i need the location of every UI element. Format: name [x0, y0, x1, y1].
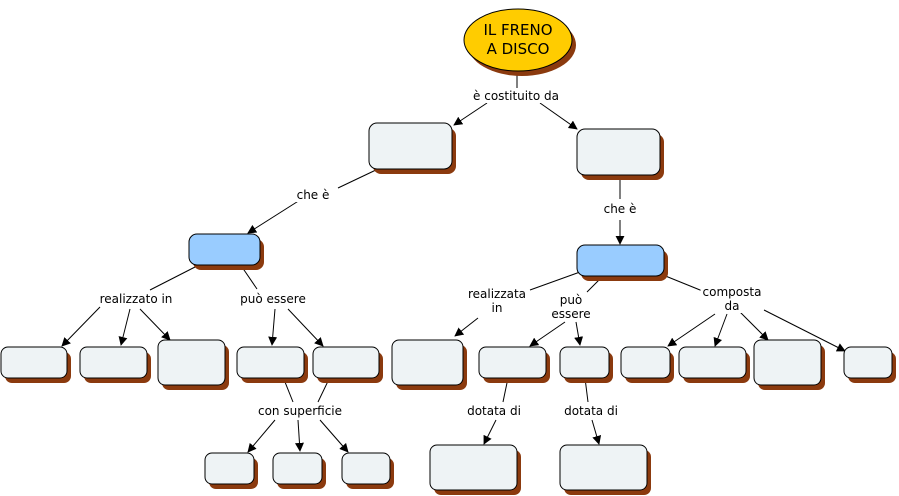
- connectors: [61, 72, 846, 453]
- node-caliper-material: [391, 339, 467, 390]
- root-node-shape: [463, 8, 573, 72]
- node-caliper-type-1: [478, 346, 550, 383]
- link-label-puo-essere-right: può essere: [549, 293, 593, 321]
- node-caliper-type-2: [559, 346, 613, 383]
- link-label-dotata-di-1: dotata di: [465, 404, 523, 418]
- node-part-4: [843, 346, 896, 383]
- node-material-3: [157, 339, 229, 390]
- link-label-composta-da: composta da: [700, 285, 764, 313]
- root-node: [463, 8, 576, 76]
- node-equipment-1: [429, 444, 521, 495]
- node-part-2: [678, 346, 750, 383]
- link-label-che-e-left: che è: [294, 188, 332, 202]
- node-right-type: [576, 244, 668, 281]
- node-part-3: [753, 339, 825, 390]
- concept-nodes: [0, 122, 896, 495]
- root-node-label: IL FRENO A DISCO: [483, 21, 553, 58]
- link-label-realizzato-in: realizzato in: [97, 292, 175, 306]
- node-material-2: [79, 346, 151, 383]
- link-label-dotata-di-2: dotata di: [562, 404, 620, 418]
- node-disc-type-1: [236, 346, 308, 383]
- node-part-1: [620, 346, 674, 383]
- node-material-1: [0, 346, 71, 383]
- node-right-component: [576, 128, 664, 180]
- link-label-costituito: è costituito da: [471, 89, 561, 103]
- node-left-component: [368, 122, 456, 174]
- node-equipment-2: [559, 444, 651, 495]
- node-surface-3: [341, 452, 394, 489]
- link-label-che-e-right: che è: [601, 202, 639, 216]
- link-label-realizzata-in: realizzata in: [465, 287, 529, 315]
- node-left-type: [188, 233, 264, 270]
- link-label-con-superficie: con superficie: [255, 404, 345, 418]
- link-label-puo-essere-left: può essere: [238, 292, 308, 306]
- node-surface-2: [272, 452, 326, 489]
- node-disc-type-2: [312, 346, 383, 383]
- node-surface-1: [204, 452, 258, 489]
